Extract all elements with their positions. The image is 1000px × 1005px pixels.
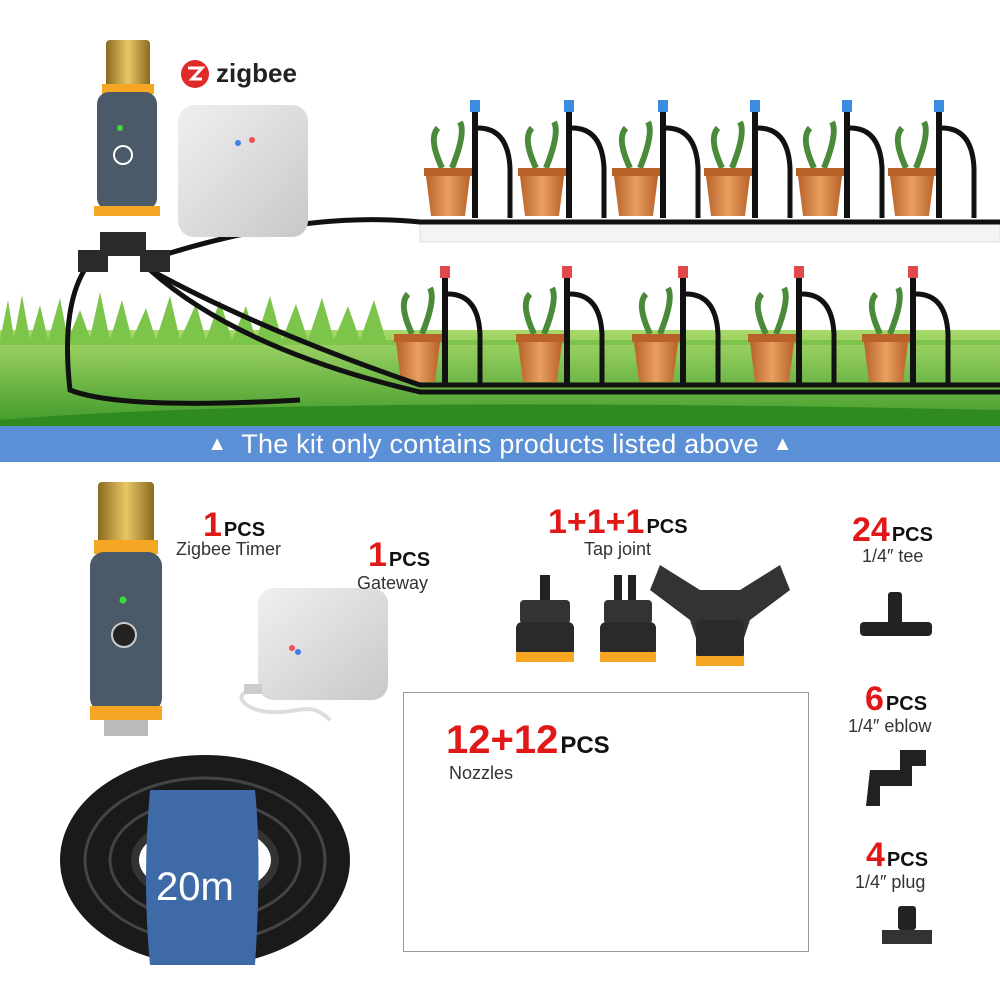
zigbee-logo-icon [180,59,210,89]
timer-illustration [90,482,162,736]
up-triangle-icon: ▲ [207,433,227,456]
nozzle-quantity: 12+12PCS [446,720,610,760]
brand-name: zigbee [216,58,297,89]
tap-joint-illustrations [516,565,790,666]
grass-background [0,292,1000,426]
kit-notice-banner: ▲ The kit only contains products listed … [0,426,1000,462]
tap-joint-label: Tap joint [584,540,651,558]
zigbee-brand: zigbee [180,58,297,89]
top-pot-row [424,100,974,218]
tee-label: 1/4″ tee [862,547,923,565]
gateway-illustration [241,588,388,720]
hose-coil [60,755,350,965]
plug-fitting-icon [882,906,932,944]
timer-illustration-top [78,40,170,272]
nozzle-label: Nozzles [449,764,513,782]
tee-fitting-icon [860,592,932,636]
elbow-label: 1/4″ eblow [848,717,931,735]
banner-text: The kit only contains products listed ab… [241,429,758,460]
gateway-label: Gateway [357,574,428,592]
plug-label: 1/4″ plug [855,873,925,891]
gateway-illustration-top [178,105,308,237]
up-triangle-icon: ▲ [773,433,793,456]
elbow-fitting-icon [866,750,926,806]
timer-label: Zigbee Timer [176,540,281,558]
tubing-length-label: 20m [156,865,234,910]
